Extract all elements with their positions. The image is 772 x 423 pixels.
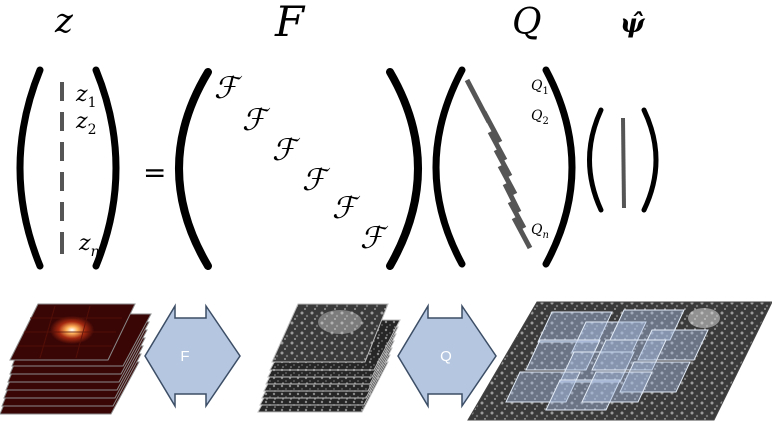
F-diagonal-entry-2: ℱ <box>242 103 271 138</box>
Q-staircase <box>464 78 533 250</box>
Q-left-paren <box>432 66 466 268</box>
equals-sign: = <box>143 156 166 189</box>
z-label: z <box>54 1 74 41</box>
F-diagonal-entry-1: ℱ <box>214 71 243 106</box>
F-diagonal-entry-5: ℱ <box>332 191 361 226</box>
z-vector: z1 z2 zn <box>16 66 120 270</box>
psi-column <box>621 117 626 209</box>
Q-entry-2: Q2 <box>531 108 549 127</box>
arrow-Q-label: Q <box>440 348 452 365</box>
z-right-paren <box>92 66 120 270</box>
psi-label: ψ̂ <box>620 9 646 39</box>
F-left-paren <box>175 68 212 270</box>
F-label: F <box>274 0 306 46</box>
reconstructed-object <box>467 301 772 421</box>
diffraction-bright-center <box>50 316 94 344</box>
Q-right-paren <box>542 66 576 268</box>
z-entry-2: z2 <box>75 109 97 138</box>
Q-entry-1: Q1 <box>531 78 549 97</box>
psi-right-paren <box>641 107 659 213</box>
psi-left-paren <box>587 107 604 213</box>
z-entry-n: zn <box>78 231 100 260</box>
Q-matrix: Q1 Q2 Qn <box>432 66 576 268</box>
arrow-F-shape <box>144 303 241 409</box>
F-right-paren <box>386 68 422 270</box>
F-diagonal-entry-3: ℱ <box>272 133 301 168</box>
arrow-F-label: F <box>180 348 189 365</box>
F-diagonal-entry-4: ℱ <box>302 163 331 198</box>
Q-label: Q <box>512 2 542 43</box>
arrow-Q: Q <box>397 303 497 409</box>
overlap-patches <box>505 309 709 411</box>
object-plane <box>467 301 772 421</box>
object-frame-stack <box>257 303 401 413</box>
F-matrix: ℱ ℱ ℱ ℱ ℱ ℱ <box>175 68 422 270</box>
object-top-frame <box>271 303 389 363</box>
z-left-paren <box>16 66 44 270</box>
psi-vector <box>587 107 659 213</box>
diffraction-frame-stack <box>0 303 152 415</box>
arrow-F: F <box>144 303 241 409</box>
z-entry-1: z1 <box>75 82 97 111</box>
Q-entry-n: Qn <box>531 222 549 241</box>
arrow-Q-shape <box>397 303 497 409</box>
F-diagonal-entry-6: ℱ <box>360 221 389 256</box>
